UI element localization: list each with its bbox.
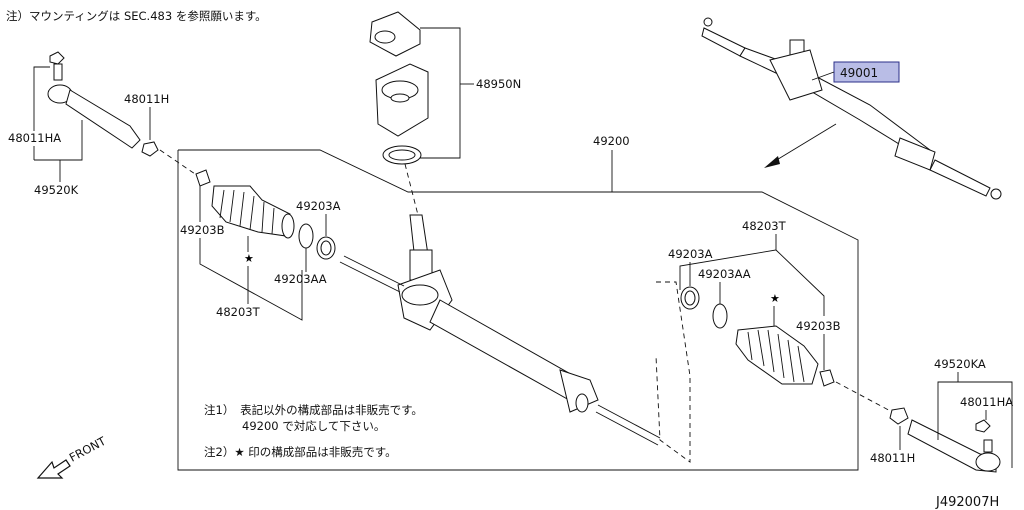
label-49203a-right[interactable]: 49203A — [668, 247, 713, 261]
mount-bushing-48950n[interactable] — [369, 11, 429, 165]
label-49001[interactable]: 49001 — [840, 66, 878, 80]
note-1-line-1: 注1） 表記以外の構成部品は非販売です。 — [204, 403, 423, 417]
label-48011ha-right[interactable]: 48011HA — [960, 395, 1013, 409]
clamp-49203b-left[interactable] — [195, 169, 211, 187]
tie-rod-end-left[interactable] — [47, 51, 141, 149]
note-1-line-2: 49200 で対応して下さい。 — [242, 419, 385, 433]
band-49203aa-left[interactable] — [298, 223, 314, 249]
boot-right[interactable] — [735, 325, 819, 385]
front-label: FRONT — [67, 433, 109, 464]
label-49203a-left[interactable]: 49203A — [296, 199, 341, 213]
note-2: 注2）★ 印の構成部品は非販売です。 — [204, 445, 397, 459]
label-49520k[interactable]: 49520K — [34, 183, 79, 197]
star-mark-left: ★ — [244, 252, 254, 265]
direction-arrow-icon — [764, 123, 837, 168]
label-48203t-right[interactable]: 48203T — [742, 219, 787, 233]
boot-left[interactable] — [211, 185, 295, 239]
label-49203aa-right[interactable]: 49203AA — [698, 267, 751, 281]
band-49203aa-right[interactable] — [712, 303, 728, 329]
steering-rack-body — [339, 214, 661, 446]
label-48203t-left[interactable]: 48203T — [216, 305, 261, 319]
label-48011h-right[interactable]: 48011H — [870, 451, 915, 465]
tie-rod-end-right[interactable] — [907, 419, 1001, 473]
label-49200[interactable]: 49200 — [593, 134, 630, 148]
diagram-code: J492007H — [935, 495, 999, 510]
label-48950n[interactable]: 48950N — [476, 77, 521, 91]
clamp-49203b-right[interactable] — [819, 369, 835, 387]
assembly-thumbnail — [701, 17, 1002, 200]
lock-nut-48011h-right[interactable] — [889, 407, 909, 425]
label-49203aa-left[interactable]: 49203AA — [274, 272, 327, 286]
label-49520ka[interactable]: 49520KA — [934, 357, 986, 371]
label-48011ha-left[interactable]: 48011HA — [8, 131, 61, 145]
label-49203b-left[interactable]: 49203B — [180, 223, 225, 237]
label-49203b-right[interactable]: 49203B — [796, 319, 841, 333]
clip-49203a-left[interactable] — [316, 236, 336, 260]
star-mark-right: ★ — [770, 292, 780, 305]
mounting-note: 注）マウンティングは SEC.483 を参照願います。 — [6, 9, 267, 23]
assembly-frame — [177, 149, 859, 471]
front-arrow-icon — [36, 459, 71, 479]
lock-nut-48011h-left[interactable] — [141, 141, 159, 157]
clip-49203a-right[interactable] — [680, 286, 700, 310]
label-48011h-left[interactable]: 48011H — [124, 92, 169, 106]
